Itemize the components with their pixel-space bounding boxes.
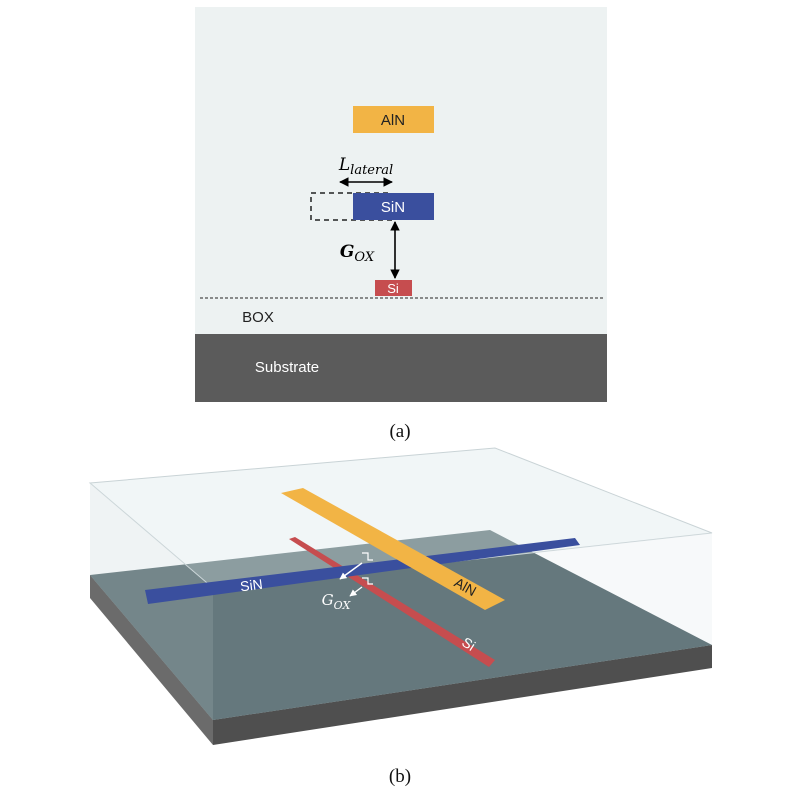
sin-waveguide [353,193,434,220]
gap-bracket-lower [362,577,373,585]
aln-strip [281,488,505,610]
substrate-label: Substrate [255,359,319,376]
gap-arrow-lower [349,586,363,597]
caption-a: (a) [389,421,410,442]
substrate-side-front [213,645,712,745]
gap-bracket-upper [362,552,373,561]
sin-strip [145,538,580,604]
gap-b-sub-text: OX [334,599,352,612]
sin-label: SiN [381,199,405,216]
si-label: Si [387,281,399,296]
svg-text:Llateral: Llateral [338,155,393,178]
panel-a: AlN Llateral SiN GOX Si BOX Substrate [195,7,607,402]
svg-text:GOX: GOX [322,591,352,612]
box-label: BOX [242,309,274,326]
gap-arrow-upper [339,562,363,580]
lateral-sub-text: lateral [350,163,393,178]
cladding-top [88,447,713,589]
cladding-side-front [213,533,712,720]
gap-b-main-text: G [322,591,334,609]
box-cladding [195,7,607,334]
lateral-main-text: L [338,155,350,175]
gap-main-text: G [340,242,355,262]
aln-label: AlN [381,112,405,129]
gap-label-b: GOX [322,591,352,612]
si-waveguide [375,280,412,296]
sin-strip-label: SiN [239,576,263,595]
substrate-side-left [90,575,213,745]
panel-b: SiN AlN Si GOX [88,447,713,745]
aln-waveguide [353,106,434,133]
lateral-offset-label: Llateral [338,155,393,178]
gap-sub-text: OX [354,250,374,265]
substrate-layer [195,334,607,402]
gap-label: GOX [340,242,375,265]
svg-text:GOX: GOX [340,242,375,265]
caption-b: (b) [389,766,411,787]
